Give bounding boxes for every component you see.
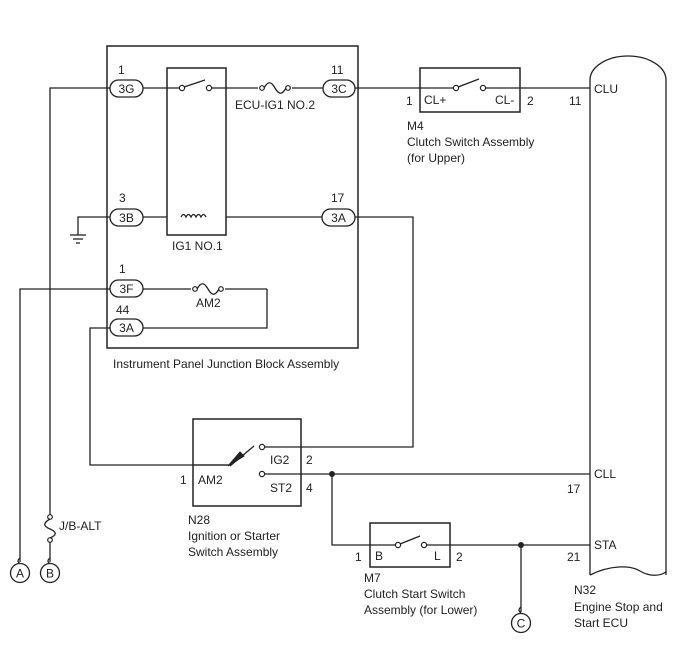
- n28-box: [192, 418, 302, 507]
- pin-3a-right: 17: [331, 191, 345, 205]
- m7-term-left: B: [375, 549, 383, 563]
- svg-text:3A: 3A: [331, 211, 346, 225]
- connector-3a-right: 3A: [321, 208, 356, 227]
- svg-text:3G: 3G: [118, 82, 134, 96]
- fuse-am2-icon: [191, 283, 225, 295]
- n28-id: N28: [188, 513, 210, 527]
- n32-pin-cll: 17: [567, 482, 581, 496]
- fuse-ecu-ig1-icon: [258, 82, 292, 94]
- n28-term-ig2: IG2: [270, 453, 290, 467]
- connector-3b: 3B: [109, 208, 144, 227]
- n32-term-clu: CLU: [594, 82, 618, 96]
- wire-3a-to-am2: [89, 327, 230, 466]
- n32-wavy-bottom: [589, 566, 667, 576]
- fuse-am2-label: AM2: [196, 296, 221, 310]
- m7-term-right: L: [434, 549, 441, 563]
- wire-3a-to-ig2: [262, 216, 414, 448]
- wire-3f-to-a: [19, 288, 110, 562]
- n32-pin-sta: 21: [567, 550, 581, 564]
- n28-switch-icon: [193, 443, 266, 478]
- m4-id: M4: [407, 119, 424, 133]
- m4-pin-left: 1: [406, 94, 413, 108]
- svg-text:3B: 3B: [119, 211, 134, 225]
- m4-term-right: CL-: [495, 93, 514, 107]
- n28-pin-am2: 1: [180, 473, 187, 487]
- fuse-jb-alt-icon: [44, 514, 56, 543]
- m7-id: M7: [364, 571, 381, 585]
- fuse-jb-alt-label: J/B-ALT: [59, 519, 102, 533]
- fuse-ecu-ig1-label: ECU-IG1 NO.2: [235, 98, 315, 112]
- relay-switch-icon: [167, 79, 226, 92]
- pin-3a-left: 44: [116, 303, 130, 317]
- connector-3f: 3F: [109, 279, 144, 298]
- pin-3g: 1: [118, 63, 125, 77]
- wire-3g-to-b: [49, 87, 110, 515]
- junction-dot-cll: [329, 471, 335, 477]
- n32-name-line1: Engine Stop and: [574, 600, 663, 614]
- junction-block-label: Instrument Panel Junction Block Assembly: [113, 357, 339, 371]
- m7-pin-right: 2: [456, 550, 463, 564]
- n28-term-st2: ST2: [270, 481, 292, 495]
- svg-text:B: B: [46, 567, 54, 581]
- m7-name-line2: Assembly (for Lower): [364, 603, 477, 617]
- connector-a: A: [9, 557, 31, 584]
- m4-box: [419, 67, 521, 113]
- n32-name-line2: Start ECU: [574, 616, 628, 630]
- wire-am2-loop: [143, 289, 268, 329]
- m4-name-line1: Clutch Switch Assembly: [407, 135, 534, 149]
- m4-name-line2: (for Upper): [407, 151, 465, 165]
- junction-block-box: [106, 45, 359, 349]
- n32-pin-clu: 11: [569, 94, 582, 108]
- n28-name-line1: Ignition or Starter: [188, 529, 280, 543]
- pin-3b: 3: [119, 191, 126, 205]
- svg-text:3C: 3C: [331, 82, 347, 96]
- connector-3a-left: 3A: [109, 318, 144, 337]
- m4-term-left: CL+: [424, 93, 446, 107]
- wire-3b-to-ground: [77, 216, 110, 235]
- pin-3c: 11: [331, 63, 344, 77]
- m7-name-line1: Clutch Start Switch: [364, 587, 465, 601]
- m7-switch-icon: [370, 535, 450, 549]
- n28-name-line2: Switch Assembly: [188, 545, 278, 559]
- svg-text:C: C: [517, 617, 526, 631]
- n32-term-cll: CLL: [594, 467, 616, 481]
- n28-pin-st2: 4: [306, 481, 313, 495]
- junction-dot-sta: [518, 542, 524, 548]
- m4-pin-right: 2: [527, 94, 534, 108]
- relay-ig1-label: IG1 NO.1: [172, 239, 223, 253]
- pin-3f: 1: [119, 262, 126, 276]
- ground-icon: [70, 234, 86, 244]
- n28-pin-ig2: 2: [306, 453, 313, 467]
- connector-c: C: [510, 606, 532, 634]
- n32-id: N32: [574, 583, 596, 597]
- n32-body: [589, 55, 667, 575]
- connector-3g: 3G: [109, 79, 144, 98]
- m4-switch-icon: [420, 78, 520, 92]
- svg-text:3A: 3A: [119, 321, 134, 335]
- relay-box: [166, 67, 227, 236]
- n28-term-am2: AM2: [198, 473, 223, 487]
- m7-pin-left: 1: [355, 550, 362, 564]
- relay-coil-icon: [180, 213, 207, 221]
- n32-term-sta: STA: [594, 538, 616, 552]
- wire-cll-to-m7: [331, 474, 370, 546]
- svg-text:A: A: [16, 567, 24, 581]
- connector-b: B: [39, 557, 61, 584]
- wires: [19, 87, 590, 612]
- connector-3c: 3C: [322, 79, 356, 98]
- svg-text:3F: 3F: [119, 282, 133, 296]
